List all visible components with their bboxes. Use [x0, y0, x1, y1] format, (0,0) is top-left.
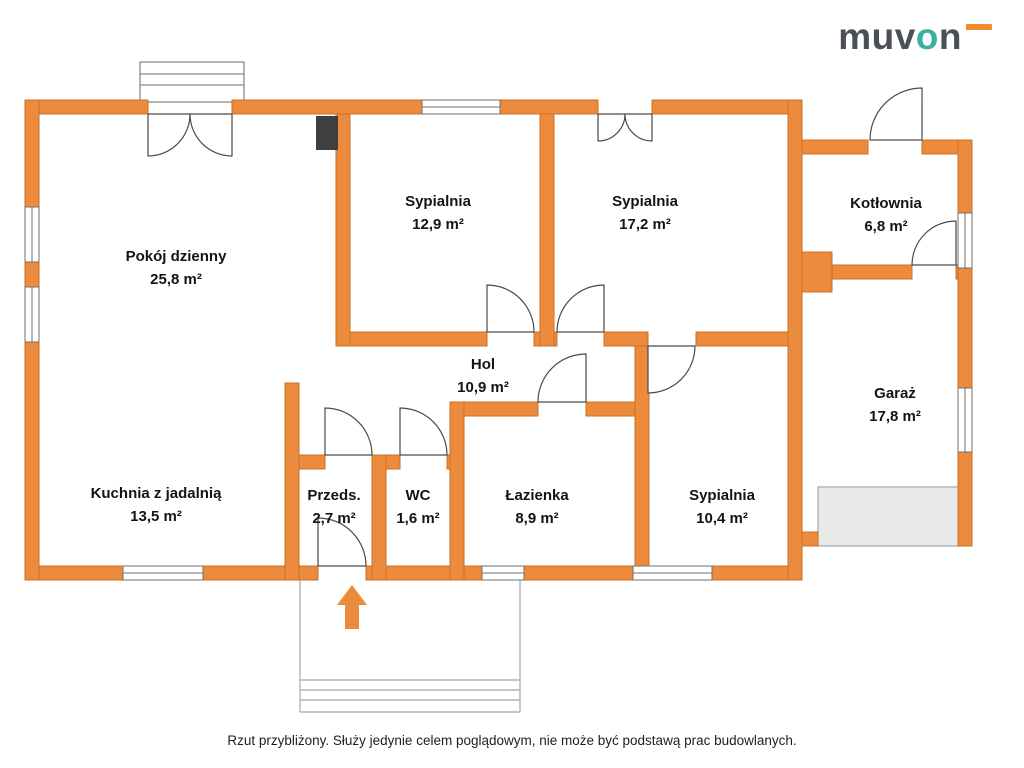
bathroom-door: [537, 353, 587, 403]
disclaimer-text: Rzut przybliżony. Służy jedynie celem po…: [227, 733, 797, 748]
vestibule-door: [324, 407, 373, 456]
room-area: 10,4 m²: [696, 510, 748, 527]
wc-door: [399, 407, 448, 456]
room-area: 25,8 m²: [150, 271, 202, 288]
room-name: WC: [405, 486, 431, 504]
room-area: 17,8 m²: [869, 408, 921, 425]
room-name: Łazienka: [505, 486, 569, 504]
boiler-room-door: [869, 87, 923, 141]
chimney: [139, 61, 245, 103]
bedroom2-hall-door: [556, 284, 605, 333]
logo-dash: [966, 24, 992, 30]
boiler-garage-door: [911, 220, 957, 266]
room-name: Pokój dzienny: [125, 247, 227, 265]
bedroom1-door: [486, 284, 535, 333]
french-door-right-leaf: [189, 113, 233, 157]
room-area: 10,9 m²: [457, 379, 509, 396]
logo-text-muv: muv: [838, 16, 916, 57]
room-label-sypialnia-1: Sypialnia 12,9 m²: [405, 190, 471, 237]
room-label-garaz: Garaż 17,8 m²: [869, 382, 921, 429]
room-label-kuchnia: Kuchnia z jadalnią 13,5 m²: [91, 482, 222, 529]
porch-steps: [299, 580, 521, 713]
room-name: Przeds.: [307, 486, 361, 504]
garage-door-slab: [817, 486, 963, 547]
room-area: 17,2 m²: [619, 216, 671, 233]
room-area: 1,6 m²: [396, 510, 440, 527]
room-area: 6,8 m²: [864, 218, 908, 235]
room-label-wc: WC 1,6 m²: [396, 484, 439, 531]
front-door: [317, 517, 367, 567]
room-label-hol: Hol 10,9 m²: [457, 353, 509, 400]
entrance-arrow-icon: [337, 585, 367, 629]
chimney-shaft: [316, 116, 338, 150]
room-name: Garaż: [874, 384, 916, 402]
room-label-sypialnia-3: Sypialnia 10,4 m²: [689, 484, 755, 531]
room-area: 12,9 m²: [412, 216, 464, 233]
room-label-sypialnia-2: Sypialnia 17,2 m²: [612, 190, 678, 237]
room-name: Sypialnia: [689, 486, 755, 504]
room-area: 2,7 m²: [312, 510, 356, 527]
room-name: Sypialnia: [405, 192, 471, 210]
logo-letter-o: o: [915, 16, 939, 57]
room-area: 8,9 m²: [515, 510, 559, 527]
room-name: Kotłownia: [850, 194, 922, 212]
room-label-lazienka: Łazienka 8,9 m²: [505, 484, 568, 531]
bedroom2-door-right-leaf: [624, 113, 653, 142]
room-name: Kuchnia z jadalnią: [90, 484, 222, 502]
room-label-pokoj-dzienny: Pokój dzienny 25,8 m²: [126, 245, 227, 292]
bedroom3-door: [647, 345, 696, 394]
room-name: Hol: [470, 355, 496, 373]
room-label-przedsionek: Przeds. 2,7 m²: [307, 484, 360, 531]
bedroom2-door-left-leaf: [597, 113, 626, 142]
logo-text-n: n: [938, 16, 962, 57]
french-door-left-leaf: [147, 113, 191, 157]
doors: [147, 87, 957, 567]
room-name: Sypialnia: [612, 192, 678, 210]
room-area: 13,5 m²: [130, 508, 182, 525]
room-label-kotlownia: Kotłownia 6,8 m²: [850, 192, 922, 239]
brand-logo: muv o n: [838, 18, 992, 55]
windows: [24, 99, 973, 581]
